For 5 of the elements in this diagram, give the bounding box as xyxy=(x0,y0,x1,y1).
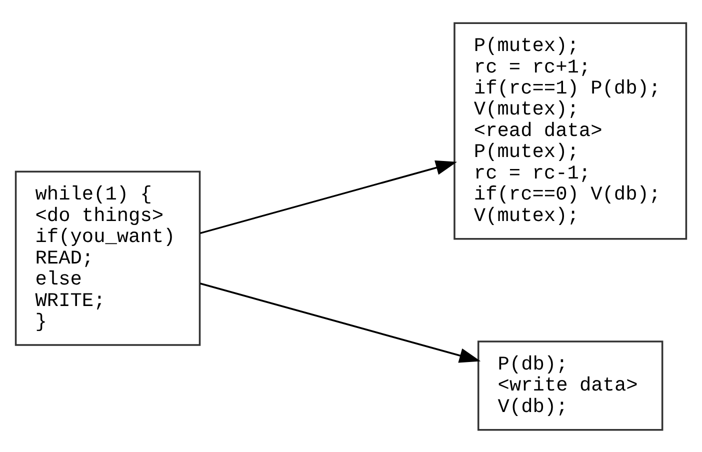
arrow xyxy=(200,282,481,362)
node-box: while(1) { <do things> if(you_want) READ; else WRITE; } xyxy=(14,170,201,346)
node-box: P(mutex); rc = rc+1; if(rc==1) P(db); V(mutex); <read data> P(mutex); rc = rc-1; if(rc==0) V(db); V(mutex); xyxy=(454,22,688,240)
node-box: P(db); <write data> V(db); xyxy=(477,340,664,430)
arrow xyxy=(200,160,458,234)
